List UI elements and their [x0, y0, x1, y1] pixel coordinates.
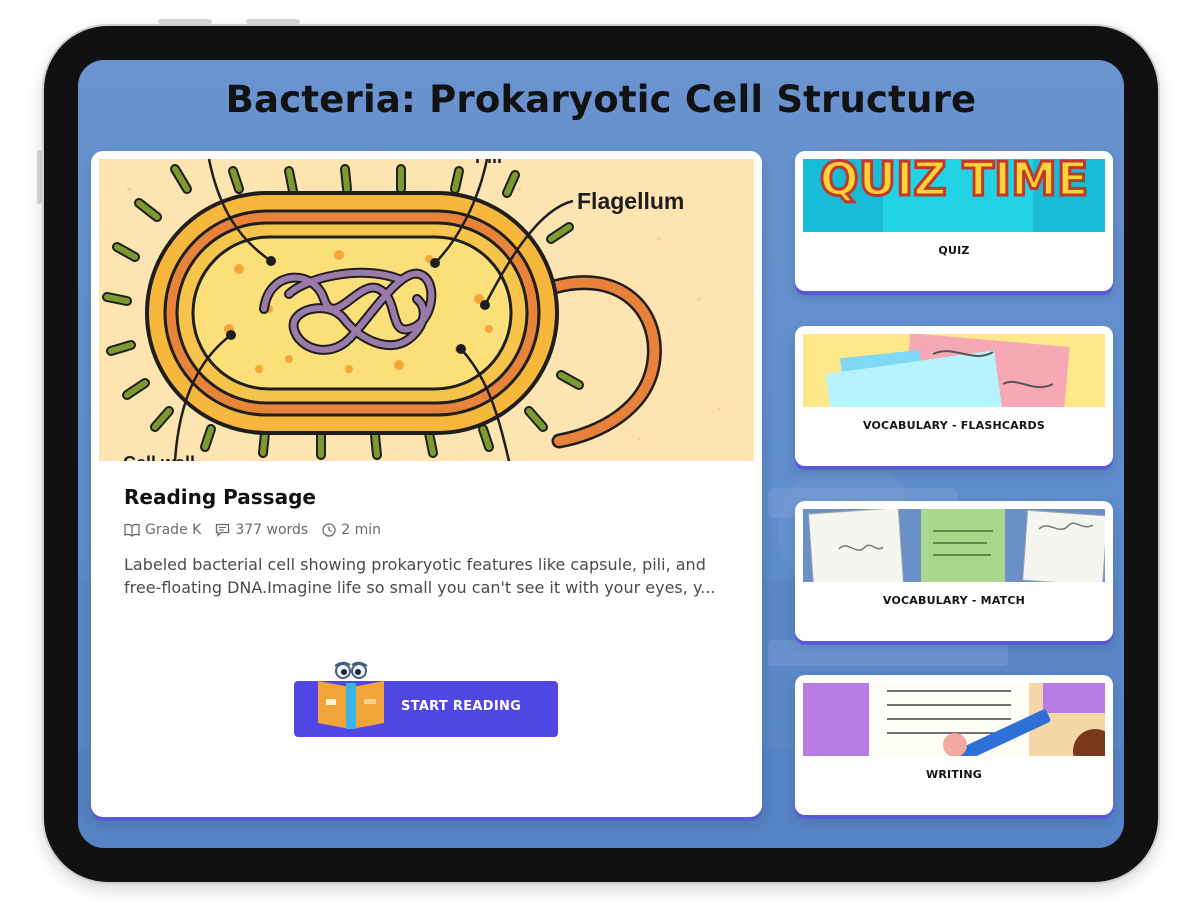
- activity-label-quiz: QUIZ: [938, 244, 970, 257]
- reading-book-icon: [318, 661, 384, 729]
- hero-label-cell-wall: Cell wall: [123, 453, 195, 461]
- passage-meta: Grade K 377 words 2 min: [124, 522, 381, 538]
- volume-button-1: [158, 19, 212, 24]
- passage-description: Labeled bacterial cell showing prokaryot…: [124, 555, 716, 597]
- flashcards-thumbnail: [803, 334, 1105, 407]
- bacteria-illustration: Flagellum Pili Cell wall: [99, 159, 754, 461]
- quiz-time-text: QUIZ TIME: [820, 159, 1089, 206]
- comment-icon: [216, 523, 230, 537]
- hero-label-flagellum: Flagellum: [577, 188, 684, 214]
- card-heading: Reading Passage: [124, 485, 316, 509]
- start-reading-button[interactable]: START READING: [294, 661, 558, 737]
- bacteria-cell-image: Flagellum Pili Cell wall: [102, 159, 721, 461]
- words-meta: 377 words: [215, 522, 308, 538]
- activity-card-match[interactable]: VOCABULARY - MATCH: [795, 501, 1113, 641]
- match-cards-thumbnail: [803, 509, 1105, 582]
- quiz-time-thumbnail: QUIZ TIME: [803, 159, 1105, 232]
- page-title: Bacteria: Prokaryotic Cell Structure: [225, 78, 977, 121]
- activity-card-quiz[interactable]: QUIZ TIME QUIZ: [795, 151, 1113, 291]
- words-text: 377 words: [235, 522, 309, 538]
- activity-label-match: VOCABULARY - MATCH: [882, 594, 1026, 607]
- time-meta: 2 min: [322, 522, 381, 538]
- activity-card-writing[interactable]: WRITING: [795, 675, 1113, 815]
- activity-card-flashcards[interactable]: VOCABULARY - FLASHCARDS: [795, 326, 1113, 466]
- writing-thumbnail: [803, 683, 1105, 756]
- grade-meta: Grade K: [124, 522, 201, 538]
- time-text: 2 min: [341, 522, 381, 538]
- start-reading-label: START READING: [401, 699, 522, 714]
- app-screen: Bacteria: Prokaryotic Cell Structure: [78, 60, 1124, 848]
- tablet-frame: Bacteria: Prokaryotic Cell Structure: [44, 26, 1158, 882]
- power-button: [37, 150, 42, 204]
- volume-button-2: [246, 19, 300, 24]
- book-open-icon: [124, 523, 140, 537]
- reading-passage-card[interactable]: Flagellum Pili Cell wall Reading Passage…: [91, 151, 762, 817]
- activity-label-flashcards: VOCABULARY - FLASHCARDS: [862, 419, 1046, 432]
- grade-text: Grade K: [145, 522, 202, 538]
- hero-label-pili: Pili: [475, 159, 502, 167]
- clock-icon: [322, 523, 336, 537]
- activity-label-writing: WRITING: [926, 768, 982, 781]
